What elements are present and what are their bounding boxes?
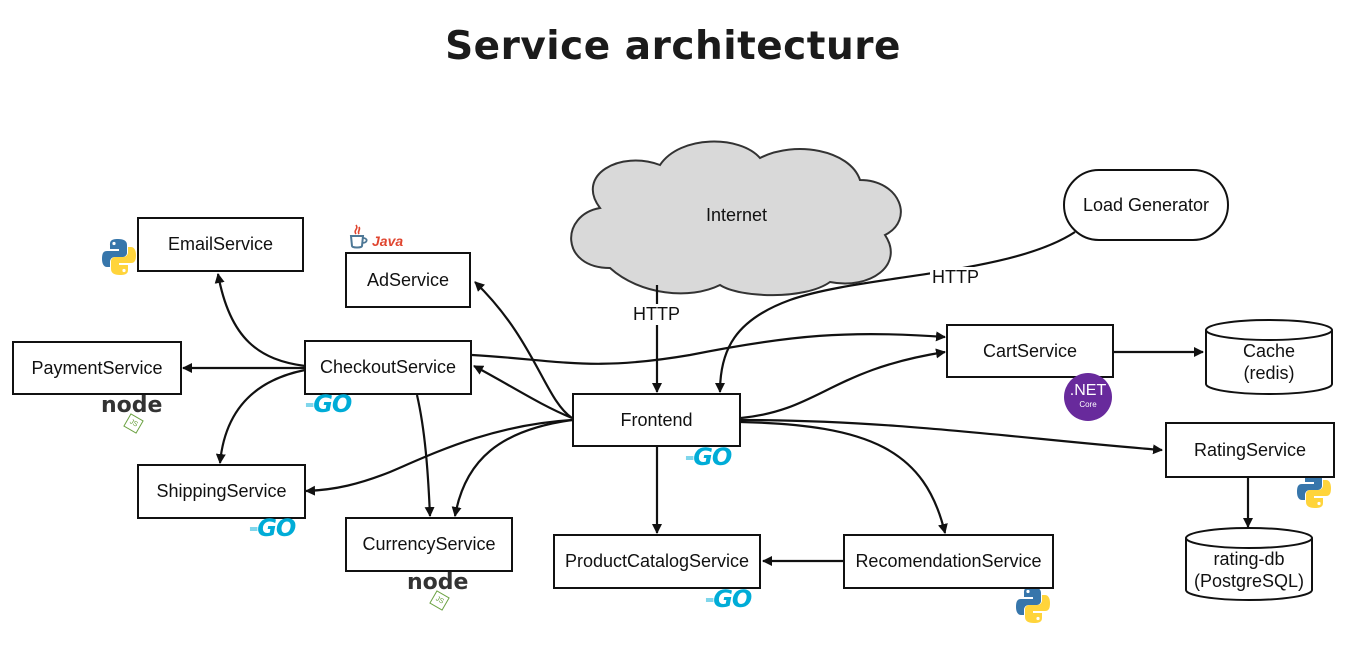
dotnet-logo: .NET Core xyxy=(1064,373,1112,421)
rating-db-node-label: rating-db (PostgreSQL) xyxy=(1186,548,1312,592)
email-service-node: EmailService xyxy=(137,217,304,272)
node-logo-currency: node xyxy=(407,570,469,595)
edge-frontend-recommendation xyxy=(740,420,948,534)
edge-checkout-cart xyxy=(471,331,946,365)
page-title: Service architecture xyxy=(445,24,901,69)
internet-label: Internet xyxy=(706,205,768,225)
go-icon: GO xyxy=(713,585,752,613)
edge-frontend-rating xyxy=(740,418,1163,455)
checkout-service-node: CheckoutService xyxy=(304,340,472,395)
dotnet-core-text: Core xyxy=(1079,400,1097,409)
product-catalog-service-node: ProductCatalogService xyxy=(553,534,761,589)
cache-label: Cache (redis) xyxy=(1242,341,1296,383)
shipping-service-node: ShippingService xyxy=(137,464,306,519)
recommendation-service-node: RecomendationService xyxy=(843,534,1054,589)
rating-db-label: rating-db (PostgreSQL) xyxy=(1193,549,1305,591)
payment-service-node: PaymentService xyxy=(12,341,182,395)
cache-node-label: Cache (redis) xyxy=(1206,340,1332,384)
go-logo-catalog: ═GO xyxy=(706,585,752,613)
go-icon: GO xyxy=(313,390,352,418)
edge-checkout-shipping xyxy=(215,368,306,464)
ad-service-node: AdService xyxy=(345,252,471,308)
python-icon-recommendation xyxy=(1016,587,1050,623)
edge-frontend-ad xyxy=(474,281,573,419)
edge-checkout-currency xyxy=(415,394,435,517)
go-icon: GO xyxy=(257,514,296,542)
java-logo-text: Java xyxy=(372,233,404,249)
cart-service-node: CartService xyxy=(946,324,1114,378)
cache-cylinder xyxy=(1205,319,1333,395)
internet-cloud xyxy=(570,140,902,297)
python-icon-email xyxy=(102,239,136,275)
rating-db-cylinder xyxy=(1185,527,1313,601)
go-icon: GO xyxy=(693,443,732,471)
go-logo-frontend: ═GO xyxy=(686,443,732,471)
http-label-internet: HTTP xyxy=(631,304,682,325)
http-label-loadgen: HTTP xyxy=(930,267,981,288)
load-generator-node: Load Generator xyxy=(1063,169,1229,241)
edge-checkout-email xyxy=(214,273,306,368)
rating-service-node: RatingService xyxy=(1165,422,1335,478)
edge-frontend-currency xyxy=(451,418,573,517)
node-logo-payment: node xyxy=(101,393,163,418)
edge-frontend-shipping xyxy=(305,418,573,496)
edge-frontend-checkout xyxy=(473,365,573,420)
java-cup-icon xyxy=(349,224,368,249)
go-logo-checkout: ═GO xyxy=(306,390,352,418)
currency-service-node: CurrencyService xyxy=(345,517,513,572)
edge-frontend-cart xyxy=(740,348,946,420)
dotnet-text: .NET xyxy=(1069,382,1107,399)
frontend-node: Frontend xyxy=(572,393,741,447)
go-logo-shipping: ═GO xyxy=(250,514,296,542)
